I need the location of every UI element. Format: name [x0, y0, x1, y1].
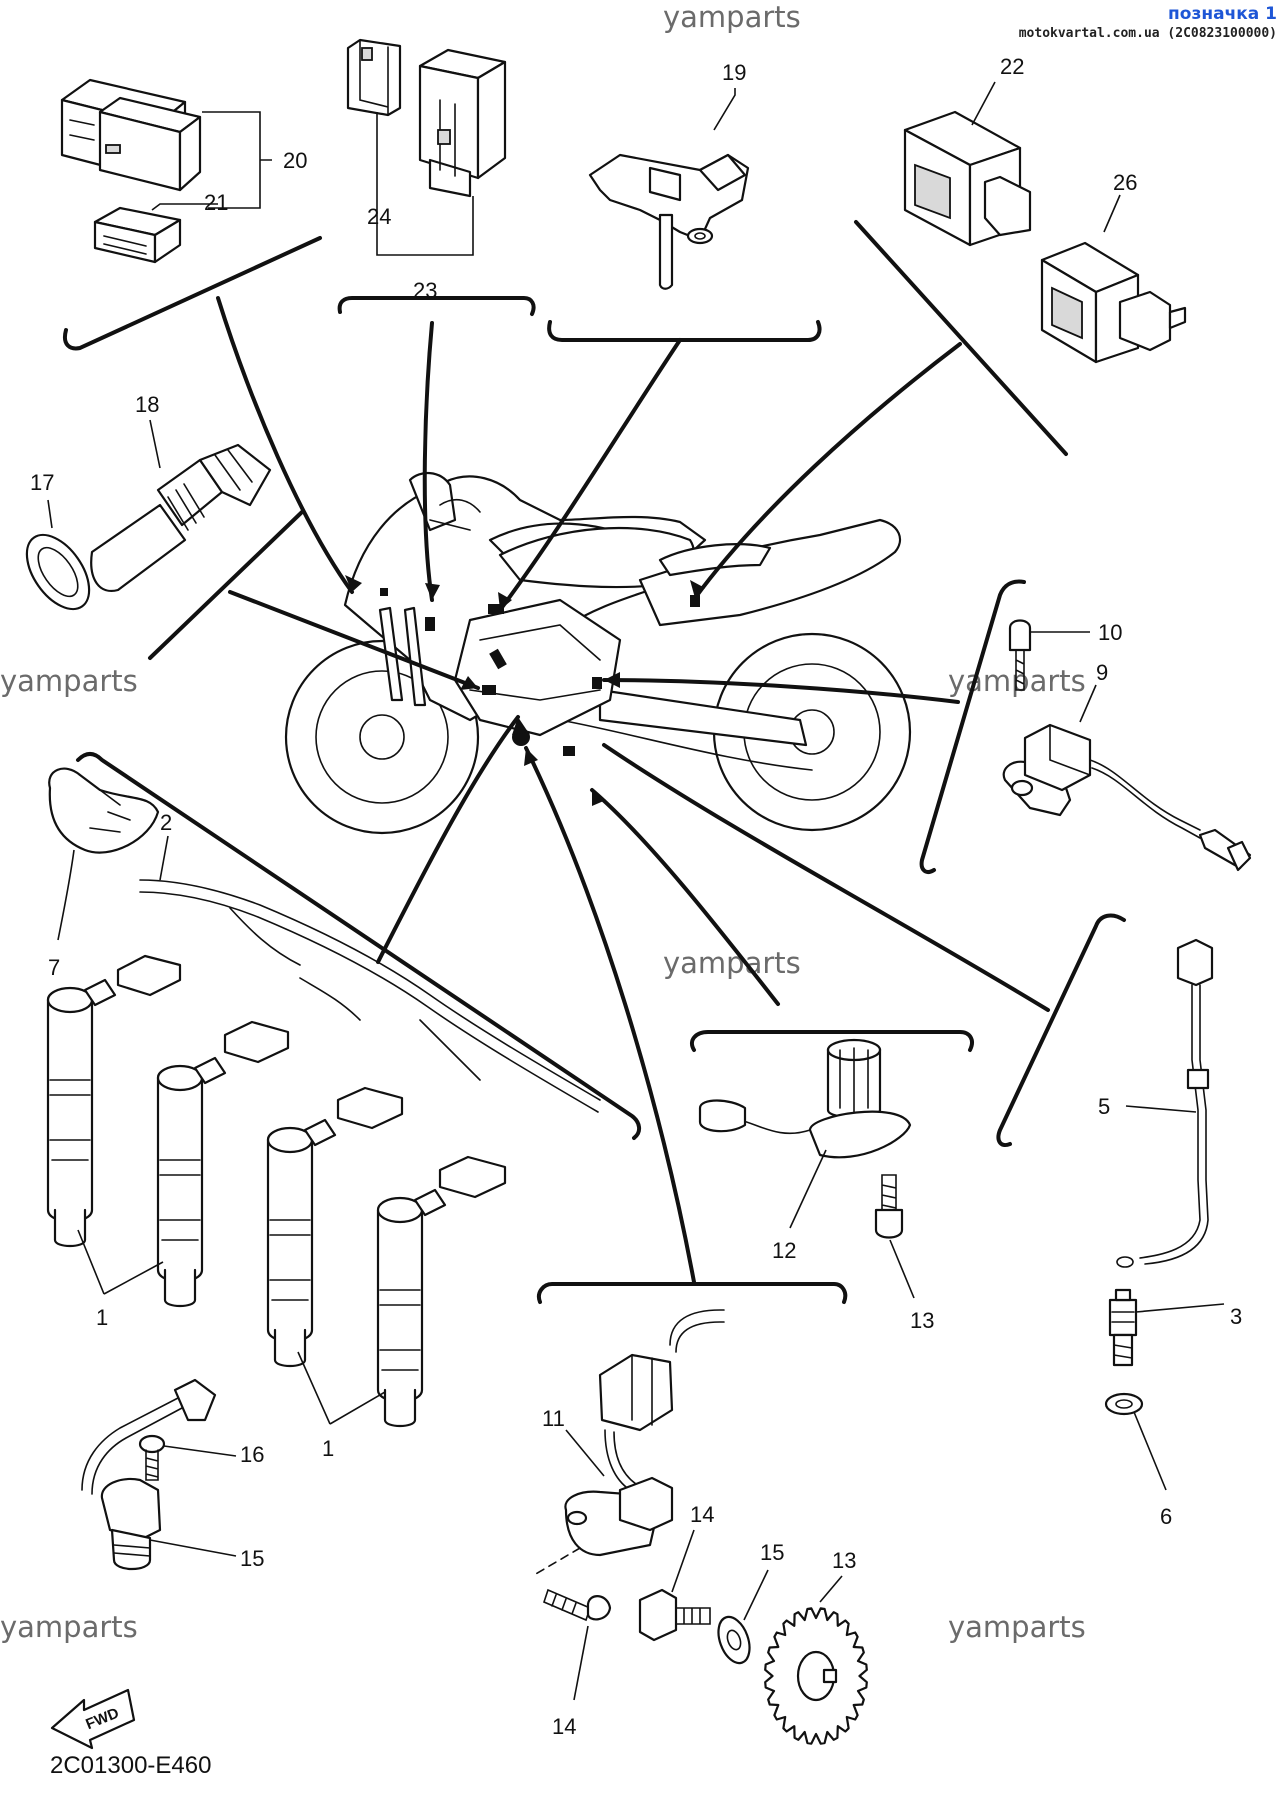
- relay-part-25: [346, 38, 402, 117]
- callout-17: 16: [240, 1442, 264, 1467]
- callout-1b: 1: [322, 1436, 334, 1461]
- cable-part-5: [1116, 938, 1214, 1268]
- sprocket-part-13: [764, 1607, 868, 1745]
- callout-9: 9: [1096, 660, 1108, 685]
- relay-part-26: [1040, 241, 1187, 364]
- watermark: yamparts: [663, 0, 801, 34]
- relay-part-21: [60, 78, 202, 192]
- sensor-part-11: [564, 1309, 725, 1557]
- washer-part-6: [1104, 1392, 1144, 1416]
- callout-3: 7: [48, 955, 60, 980]
- clamp-part-3: [48, 767, 160, 854]
- callout-16: 15: [240, 1546, 264, 1571]
- callout-15: 15: [760, 1540, 784, 1565]
- motorcycle-outline: [284, 472, 912, 835]
- watermark: yamparts: [663, 946, 801, 980]
- callout-24: 23: [413, 278, 437, 303]
- callout-18: 17: [30, 470, 54, 495]
- bolt-part-8: [874, 1174, 904, 1239]
- ignition-coil-1a: [46, 978, 117, 1248]
- callout-20: 19: [722, 60, 746, 85]
- bolt-part-14: [638, 1588, 711, 1642]
- callout-14: 14: [690, 1502, 714, 1527]
- bolt-part-12: [543, 1588, 612, 1622]
- ignition-coil-1d: [376, 1188, 447, 1428]
- note-title: позначка 1: [1168, 4, 1277, 24]
- callout-12: 14: [552, 1714, 576, 1739]
- ignition-coil-1b: [156, 1056, 227, 1308]
- callout-4: 3: [1230, 1304, 1242, 1329]
- callout-26: 26: [1113, 170, 1137, 195]
- fwd-arrow-icon: FWD: [50, 1688, 136, 1750]
- callout-2: 2: [160, 810, 172, 835]
- note-source: motokvartal.com.ua (2C0823100000): [1018, 26, 1277, 41]
- watermark: yamparts: [0, 664, 138, 698]
- diagram-code: 2C01300-E460: [50, 1752, 212, 1779]
- leader-lines: [216, 296, 1050, 1284]
- callout-5: 5: [1098, 1094, 1110, 1119]
- sensor-part-20: [588, 153, 750, 290]
- sensor-part-16: [81, 1378, 217, 1571]
- callout-8: 13: [910, 1308, 934, 1333]
- group-brackets: [63, 220, 1126, 1304]
- washer-part-18: [25, 533, 91, 611]
- callout-25: 24: [367, 204, 391, 229]
- relay-part-24: [418, 48, 507, 198]
- bolt-part-10: [1008, 619, 1032, 691]
- callout-7: 12: [772, 1238, 796, 1263]
- callout-22: 21: [204, 190, 228, 215]
- temp-sensor-part-19: [90, 443, 272, 593]
- washer-part-15: [717, 1615, 751, 1665]
- callout-23: 22: [1000, 54, 1024, 79]
- callout-6: 6: [1160, 1504, 1172, 1529]
- callout-21: 20: [283, 148, 307, 173]
- callout-19: 18: [135, 392, 159, 417]
- switch-part-4: [1108, 1288, 1138, 1367]
- watermark: yamparts: [0, 1610, 138, 1644]
- callout-13: 13: [832, 1548, 856, 1573]
- speed-sensor-part-7: [698, 1038, 912, 1159]
- harness-part-2: [116, 879, 601, 1199]
- callout-11: 11: [542, 1406, 565, 1431]
- sensor-part-9: [1002, 723, 1252, 872]
- source-note: позначка 1 motokvartal.com.ua (2C0823100…: [1019, 4, 1277, 44]
- bolt-part-17: [138, 1434, 166, 1481]
- callout-1a: 1: [96, 1305, 108, 1330]
- ignition-coil-1c: [266, 1118, 337, 1368]
- ecu-part-23: [903, 110, 1032, 247]
- callout-10: 10: [1098, 620, 1122, 645]
- relay-part-22: [93, 206, 182, 264]
- watermark: yamparts: [948, 1610, 1086, 1644]
